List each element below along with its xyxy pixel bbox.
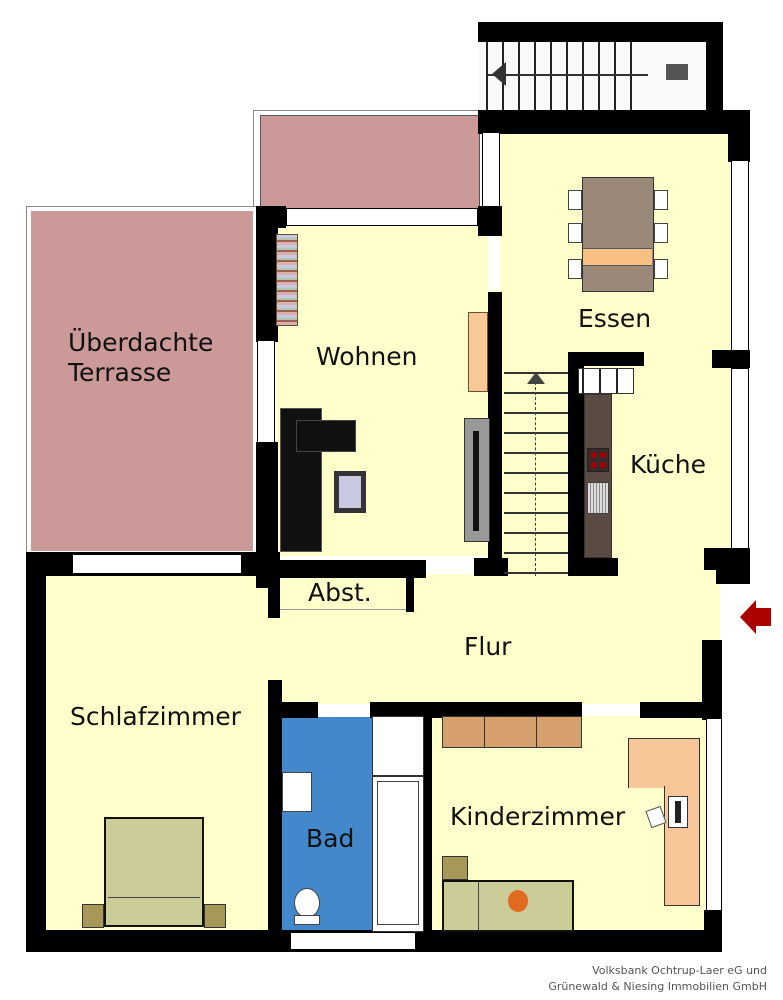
credit-text: Volksbank Ochtrup-Laer eG und Grünewald … — [548, 963, 767, 995]
washbasin-icon — [282, 772, 312, 812]
interior-stairs — [504, 372, 568, 576]
fridge-icon — [578, 368, 634, 394]
label-essen: Essen — [578, 304, 652, 333]
chair-icon — [568, 190, 582, 210]
label-bad: Bad — [306, 824, 355, 853]
label-kinderzimmer: Kinderzimmer — [450, 802, 626, 831]
sink-icon — [587, 482, 609, 514]
label-schlafzimmer: Schlafzimmer — [70, 702, 241, 731]
label-terrasse: Überdachte Terrasse — [68, 328, 214, 387]
teddy-bear-icon — [508, 890, 528, 912]
stove-icon — [587, 448, 609, 472]
coffee-table-icon — [334, 471, 366, 513]
post-icon — [666, 64, 688, 80]
chair-icon — [654, 259, 668, 279]
chair-icon — [654, 190, 668, 210]
room-terrasse — [26, 206, 258, 554]
computer-icon — [668, 796, 688, 828]
bedside-box-icon — [442, 856, 468, 880]
double-bed-icon — [104, 817, 204, 927]
label-wohnen: Wohnen — [316, 342, 418, 371]
toilet-icon — [294, 888, 320, 918]
wardrobe-icon — [442, 716, 582, 748]
kitchen-counter-icon — [584, 394, 612, 558]
room-abst — [280, 578, 406, 610]
sideboard-icon — [468, 312, 488, 392]
label-abst: Abst. — [308, 578, 372, 607]
dining-table-icon — [582, 177, 654, 292]
bathtub-icon — [372, 776, 424, 932]
stair-treads — [486, 42, 646, 112]
nightstand-icon — [82, 904, 104, 928]
nightstand-icon — [204, 904, 226, 928]
stair-direction-arrow-icon — [492, 62, 506, 86]
exterior-stairs — [478, 22, 723, 114]
sofa-chaise-icon — [296, 420, 356, 452]
floor-stairs — [488, 290, 580, 580]
label-kueche: Küche — [630, 450, 706, 479]
label-flur: Flur — [464, 632, 512, 661]
chair-icon — [654, 223, 668, 243]
stair-up-arrow-icon — [527, 372, 545, 384]
tv-cabinet-icon — [464, 418, 490, 542]
entry-arrow-icon — [740, 600, 772, 634]
credit-line-1: Volksbank Ochtrup-Laer eG und — [592, 964, 767, 977]
chair-icon — [568, 223, 582, 243]
kids-bed-icon — [442, 880, 574, 932]
desk-icon — [628, 738, 700, 788]
credit-line-2: Grünewald & Niesing Immobilien GmbH — [548, 980, 767, 993]
balcony-top — [253, 110, 488, 210]
chair-icon — [568, 259, 582, 279]
shower-icon — [372, 716, 424, 776]
bookshelf-icon — [276, 234, 298, 326]
